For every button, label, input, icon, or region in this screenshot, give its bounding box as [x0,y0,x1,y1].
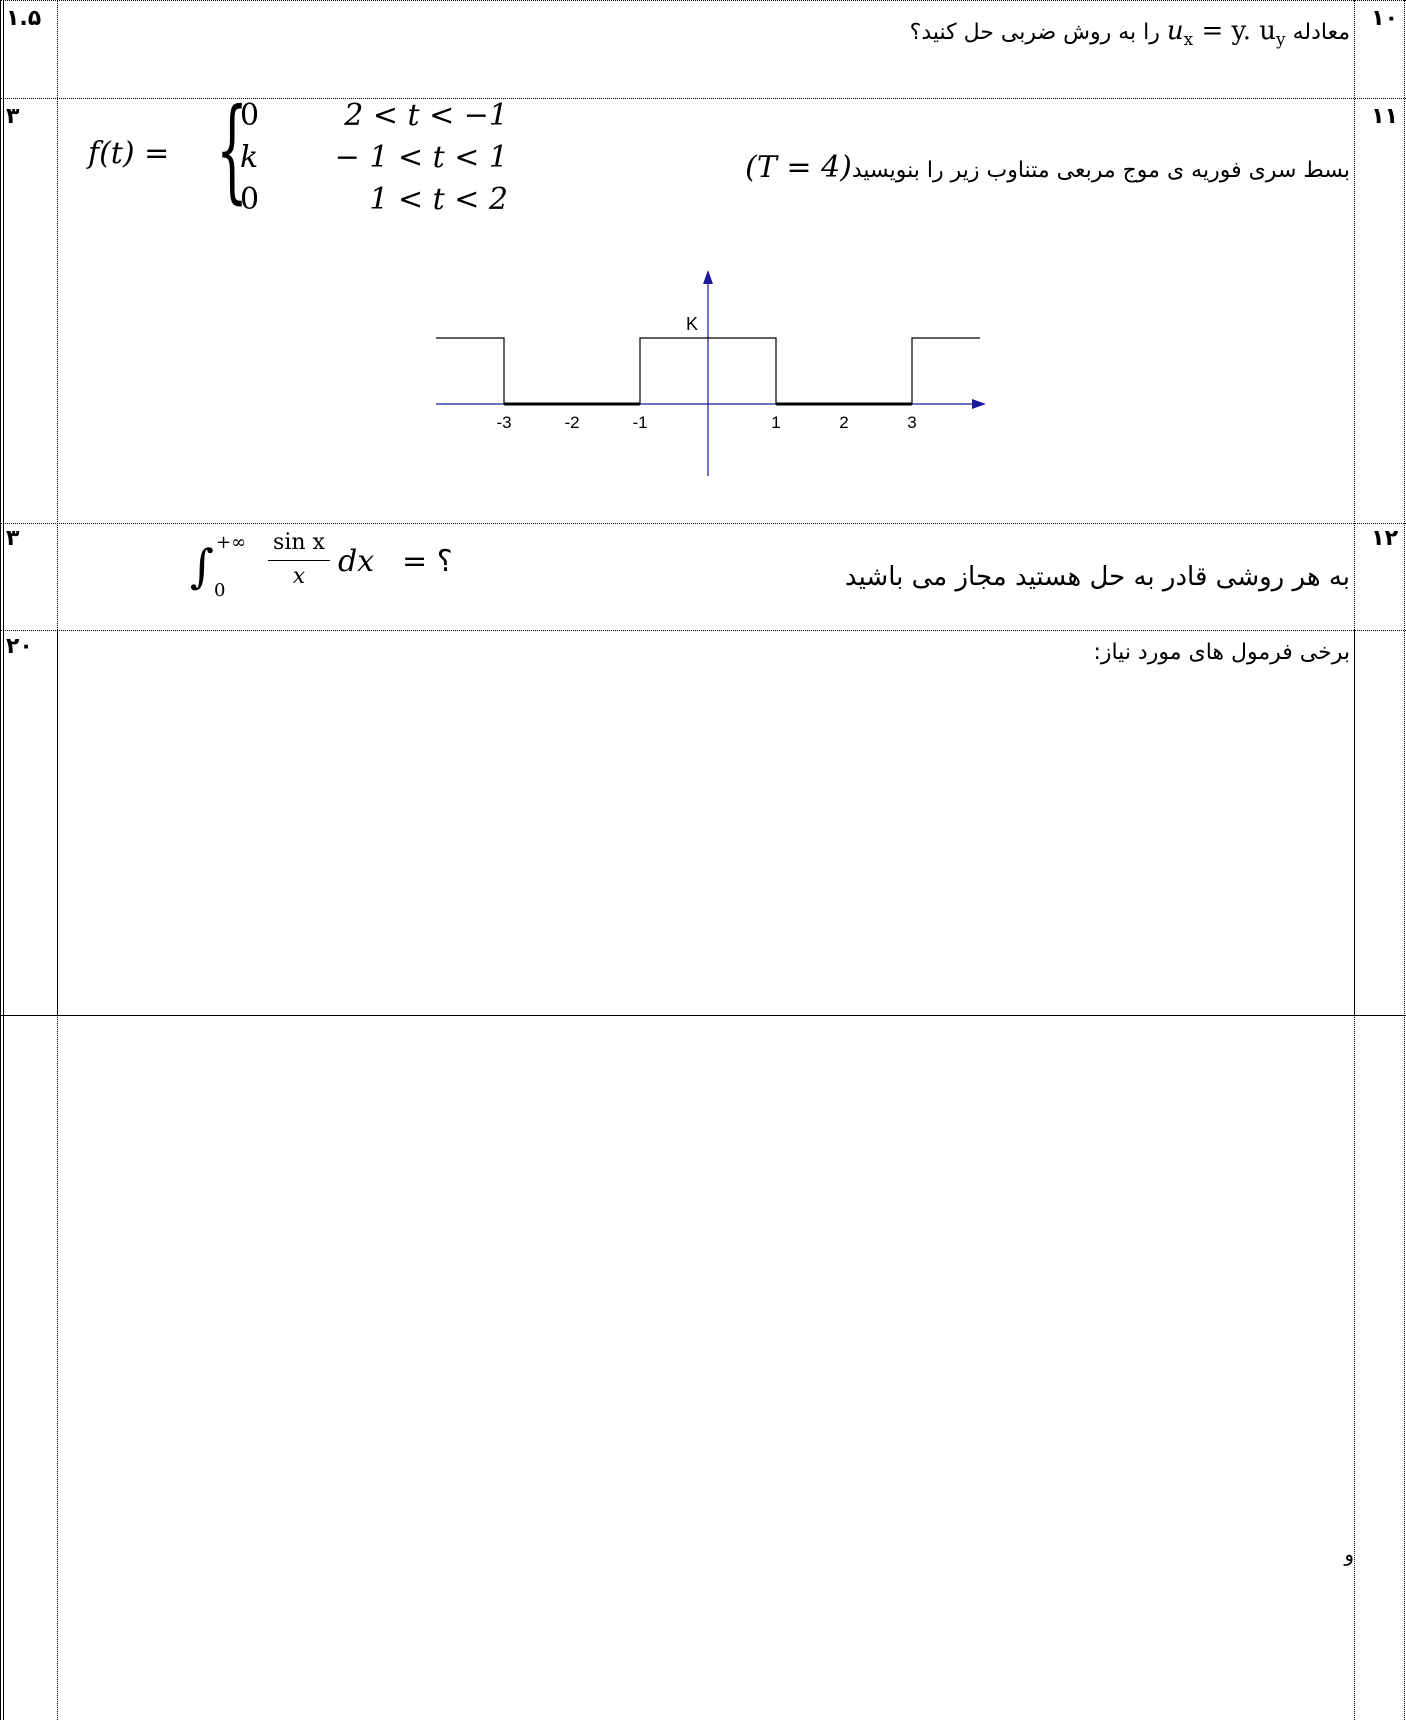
chart-series [436,337,980,406]
integral-dx: dx [338,544,375,579]
chart-axes [436,270,986,476]
function-name: f(t) = [88,136,170,171]
question-10-prefix: معادله [1292,20,1350,45]
question-score: ۳ [6,104,20,129]
question-11-period: (T = 4) [745,150,852,185]
piece-value: 0 [240,182,260,217]
eq-rhs-b: u [1259,16,1277,46]
question-number: ۱۲ [1371,526,1398,551]
question-10-suffix: را به روش ضربی حل کنید؟ [909,20,1160,45]
eq-lhs: u [1166,16,1184,46]
piece-row: 0 1 < t < 2 [240,182,508,217]
amplitude-label: K [686,314,698,334]
eq-rhs-a: y [1231,16,1243,46]
x-tick-label: 1 [771,413,780,432]
question-10-text: معادله ux = y. uy را به روش ضربی حل کنید… [910,16,1350,49]
piece-condition: 1 < t < 2 [369,182,508,217]
row-divider-3 [0,630,1406,631]
square-wave-line [436,337,980,405]
fraction-bar [268,560,330,561]
row-divider-4 [0,1015,1406,1016]
eq-op: = [1193,16,1232,46]
piece-value: k [240,140,259,175]
integral-expression: ∫ +∞ 0 sin x x dx = ؟ [190,530,490,620]
x-axis-arrow [972,399,986,409]
piece-row: 0 2 < t < −1 [240,98,508,133]
x-tick-label: 2 [839,413,848,432]
piece-condition: 2 < t < −1 [344,98,508,133]
question-number: ۱۰ [1371,6,1398,31]
integral-sign: ∫ [190,539,214,593]
row-divider-2 [0,523,1406,524]
formula-box-right [1354,630,1355,1016]
stray-character: و [1344,1542,1354,1566]
fraction-numerator: sin x [268,530,330,555]
question-number: ۱۱ [1371,104,1398,129]
question-score: ۱.۵ [6,6,42,31]
piece-condition: − 1 < t < 1 [334,140,508,175]
x-tick-label: -1 [632,413,647,432]
square-wave-chart: K -3 -2 -1 1 2 3 [436,270,986,476]
left-brace: { [216,85,249,215]
question-12-text: به هر روشی قادر به حل هستید مجاز می باشی… [844,562,1350,592]
x-tick-label: 3 [907,413,916,432]
piece-row: k − 1 < t < 1 [240,140,508,175]
formula-heading: برخی فرمول های مورد نیاز: [1093,640,1350,665]
piece-value: 0 [240,98,260,133]
integral-equals: = ؟ [402,544,453,579]
integral-lower: 0 [214,580,226,601]
x-tick-label: -3 [496,413,511,432]
sheet-right-border [1404,0,1405,1720]
sheet-left-border [0,0,4,1720]
fraction-denominator: x [292,564,306,589]
x-tick-label: -2 [564,413,579,432]
eq-lhs-sub: x [1183,29,1194,50]
chart-ticks: K -3 -2 -1 1 2 3 [496,314,916,432]
formula-box-left [57,630,58,1016]
integral-upper: +∞ [216,532,247,553]
row-divider-1 [0,98,1406,99]
eq-dot: . [1242,16,1260,46]
question-10-equation: ux = y. uy [1166,16,1286,50]
question-score: ۳ [6,526,20,551]
eq-rhs-sub: y [1276,29,1286,50]
numerator-text: sin x [273,530,325,555]
question-11-statement: بسط سری فوریه ی موج مربعی متناوب زیر را … [851,158,1350,183]
sheet-top-border [0,0,1406,1]
question-score: ۲۰ [6,634,33,659]
y-axis-arrow [703,270,713,284]
question-11-text: بسط سری فوریه ی موج مربعی متناوب زیر را … [745,150,1350,185]
